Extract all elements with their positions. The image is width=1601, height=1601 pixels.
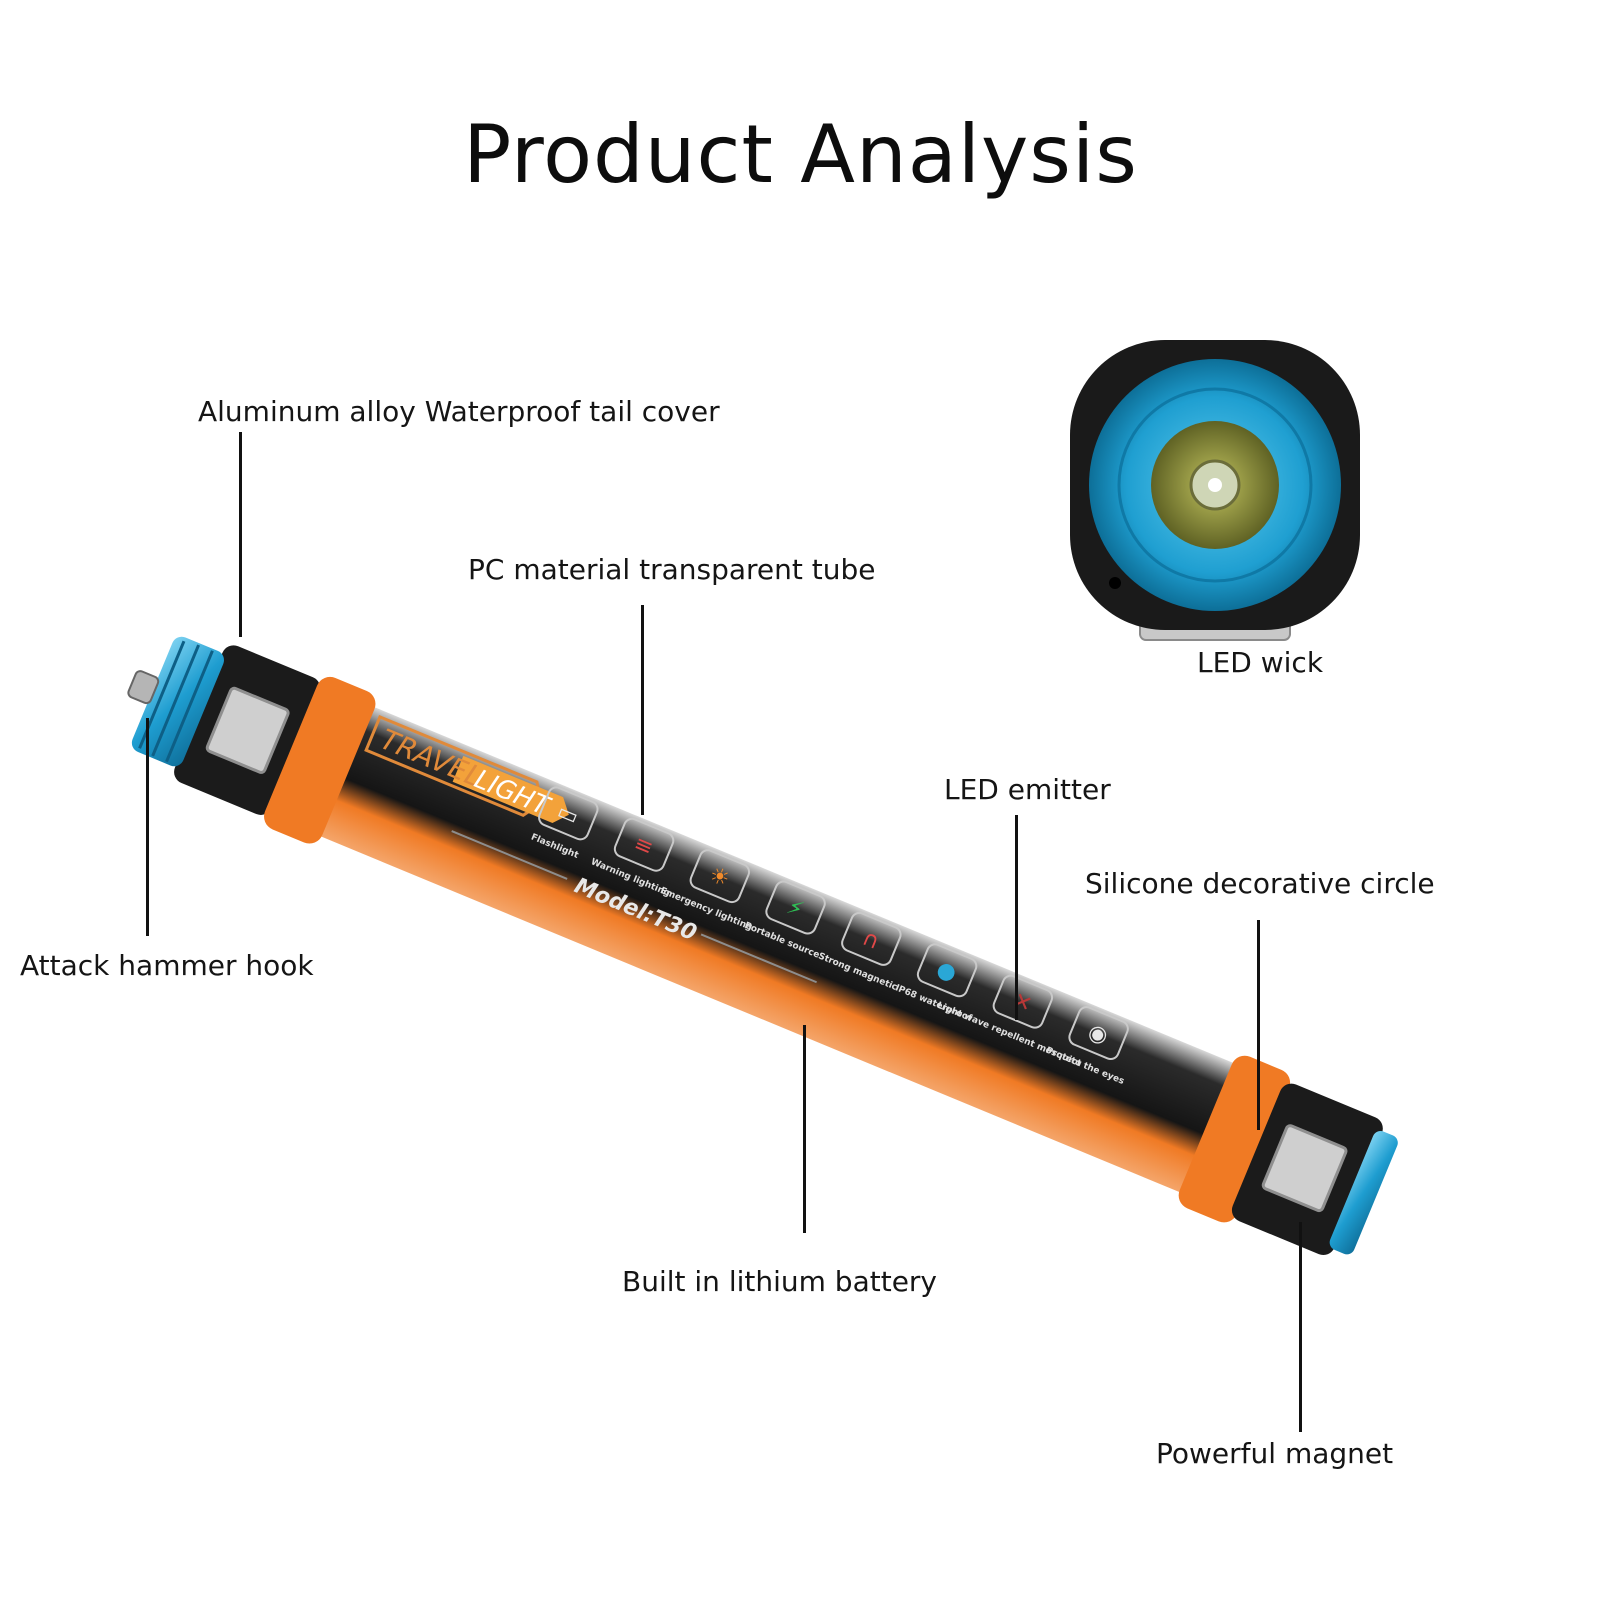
- leader-battery: [803, 1025, 806, 1233]
- head-magnet: [1261, 1124, 1348, 1213]
- hammer-hook: [127, 670, 160, 705]
- label-tube: PC material transparent tube: [468, 553, 876, 586]
- led-wick-closeup: [1070, 340, 1360, 641]
- silicone-ring-left: [264, 676, 376, 844]
- label-silicone-circle: Silicone decorative circle: [1085, 867, 1435, 900]
- label-magnet: Powerful magnet: [1156, 1437, 1394, 1470]
- leader-tube: [641, 605, 644, 815]
- leader-hammer-hook: [146, 718, 149, 936]
- leader-silicone-circle: [1257, 920, 1260, 1130]
- silicone-ring-right: [1178, 1055, 1291, 1223]
- leader-led-emitter: [1015, 815, 1018, 1020]
- label-tail-cover: Aluminum alloy Waterproof tail cover: [198, 395, 720, 428]
- label-battery: Built in lithium battery: [622, 1265, 937, 1298]
- transparent-tube: [262, 684, 1276, 1208]
- label-led-emitter: LED emitter: [944, 773, 1111, 806]
- page-title: Product Analysis: [463, 108, 1138, 201]
- label-led-wick: LED wick: [1197, 646, 1324, 679]
- leader-magnet: [1299, 1222, 1302, 1432]
- head-bezel: [1329, 1130, 1398, 1255]
- aluminum-tail-cover: [131, 636, 224, 767]
- tail-magnet: [205, 686, 290, 774]
- tube-light: TRAVEL LIGHT Model:T30 ▭Flashlight≡Warni…: [127, 636, 1398, 1256]
- leader-tail-cover: [239, 432, 242, 637]
- label-hammer-hook: Attack hammer hook: [20, 949, 314, 982]
